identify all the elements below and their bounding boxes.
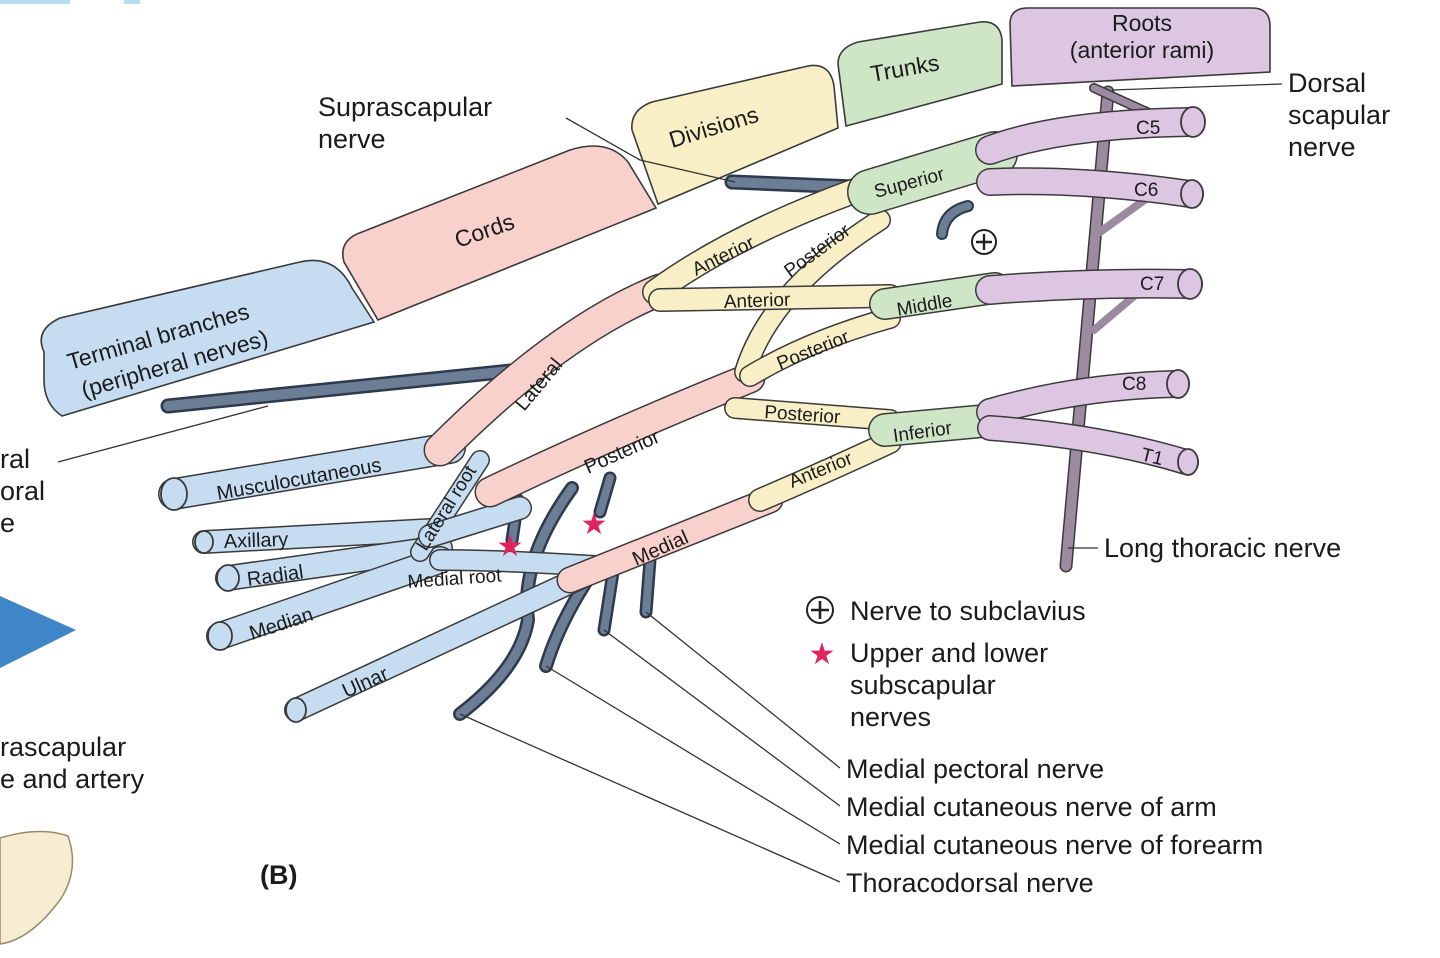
- divisions: [642, 169, 902, 512]
- panel-label: (B): [260, 860, 297, 890]
- header-trunks: Trunks: [837, 21, 1003, 128]
- cropped-left-label-line1: ral: [0, 444, 30, 474]
- root-t1-label: T1: [1139, 444, 1166, 470]
- legend-subclavius-label: Nerve to subclavius: [850, 596, 1086, 626]
- header-cords: Cords: [342, 145, 658, 321]
- header-divisions: Divisions: [631, 64, 839, 206]
- cropped-left-label-line2: oral: [0, 476, 45, 506]
- root-c8-label: C8: [1122, 374, 1146, 395]
- header-roots-line2: (anterior rami): [1070, 37, 1214, 63]
- suprascapular-label-line2: nerve: [318, 124, 386, 154]
- axillary-label: Axillary: [223, 529, 288, 553]
- dorsal-scapular-label-line1: Dorsal: [1288, 68, 1366, 98]
- header-roots-line1: Roots: [1112, 10, 1172, 36]
- division-inferior-posterior-label: Posterior: [764, 402, 842, 428]
- medial-pectoral-label: Medial pectoral nerve: [846, 754, 1104, 784]
- cropped-blue-shape: [0, 596, 76, 668]
- dorsal-scapular-label-line3: nerve: [1288, 132, 1356, 162]
- legend: Nerve to subclavius ★ Upper and lower su…: [806, 596, 1086, 732]
- terminal-branches: [158, 432, 607, 723]
- cropped-bone-shape: [0, 830, 74, 945]
- root-c6-label: C6: [1134, 180, 1158, 201]
- legend-subscapular-line2: subscapular: [850, 670, 996, 700]
- medial-cutaneous-forearm-label: Medial cutaneous nerve of forearm: [846, 830, 1263, 860]
- medial-cutaneous-arm-label: Medial cutaneous nerve of arm: [846, 792, 1217, 822]
- suprascapular-label-line1: Suprascapular: [318, 92, 492, 122]
- long-thoracic-label: Long thoracic nerve: [1104, 533, 1341, 563]
- dorsal-scapular-label-line2: scapular: [1288, 100, 1390, 130]
- cropped-left-label-line3: e: [0, 508, 15, 538]
- cords: [423, 273, 784, 594]
- star-icon: ★: [809, 638, 836, 671]
- legend-subscapular-line3: nerves: [850, 702, 931, 732]
- division-middle-anterior-label: Anterior: [723, 290, 791, 313]
- header-terminal-branches: Terminal branches (peripheral nerves): [40, 259, 376, 417]
- root-c5-label: C5: [1136, 118, 1160, 139]
- spinal-column-rail: [1059, 83, 1165, 573]
- header-roots: Roots (anterior rami): [1009, 7, 1271, 87]
- leader-lines: [57, 83, 1283, 883]
- thoracodorsal-label: Thoracodorsal nerve: [846, 868, 1094, 898]
- cropped-suprascapular-line2: e and artery: [0, 764, 145, 794]
- star-icon: ★: [497, 530, 524, 563]
- legend-subscapular-line1: Upper and lower: [850, 638, 1048, 668]
- roots: [975, 106, 1206, 476]
- star-icon: ★: [581, 508, 608, 541]
- cropped-suprascapular-line1: rascapular: [0, 732, 126, 762]
- root-c7-label: C7: [1140, 274, 1164, 295]
